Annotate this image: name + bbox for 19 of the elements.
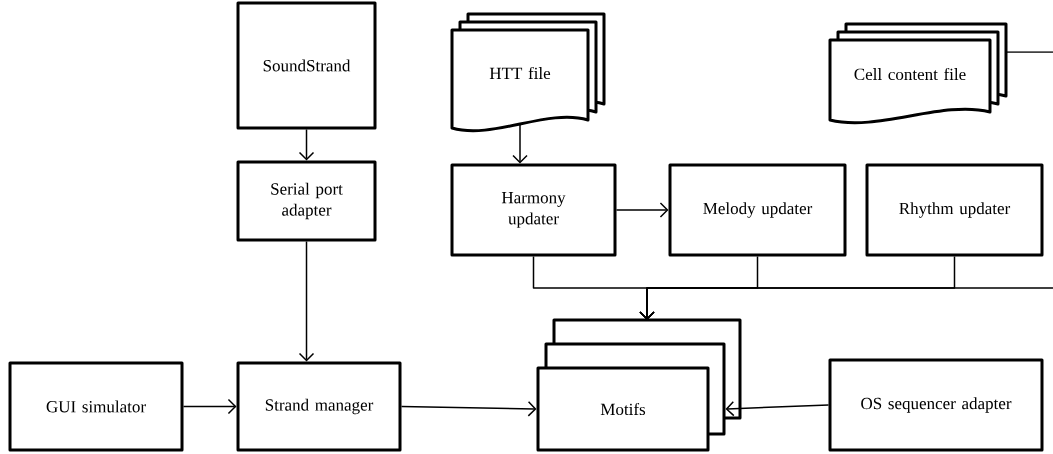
arrow [615, 202, 669, 218]
process-box: OS sequencer adapter [828, 358, 1044, 452]
arrow [298, 128, 315, 161]
process-box: Melody updater [668, 163, 847, 257]
process-box: Serial port adapter [236, 160, 377, 242]
process-box: Strand manager [236, 361, 402, 452]
process-box: GUI simulator [8, 361, 184, 452]
stacked-box: Motifs [536, 318, 742, 452]
process-box: Harmony updater [450, 163, 617, 257]
arrow [298, 240, 315, 362]
arrow [512, 123, 528, 164]
arrow [182, 398, 237, 415]
document-stack: Cell content file [828, 22, 1008, 125]
arrow [725, 400, 830, 417]
process-box: SoundStrand [236, 1, 377, 130]
arrow [639, 287, 1053, 320]
arrow [400, 401, 537, 417]
process-box: Rhythm updater [865, 163, 1044, 257]
document-stack: HTT file [450, 12, 606, 133]
